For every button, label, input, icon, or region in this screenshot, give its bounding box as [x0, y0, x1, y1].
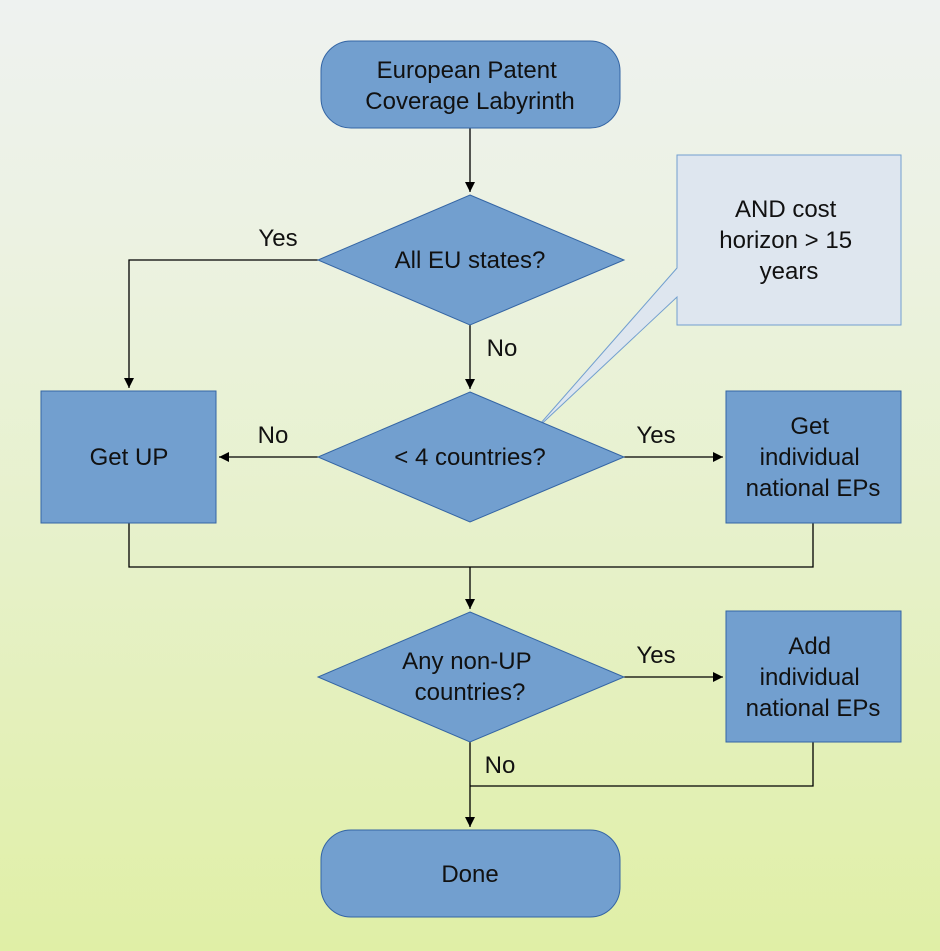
edge-get-up-to-merge	[128, 523, 814, 568]
node-label: national EPs	[746, 695, 881, 722]
node-start: European Patent Coverage Labyrinth	[320, 40, 621, 129]
node-label: Done	[441, 861, 498, 888]
node-label: Any non-UP	[402, 648, 531, 675]
callout-line: AND cost	[735, 196, 837, 223]
edge-label-yes: Yes	[636, 642, 675, 669]
edge-label-no: No	[485, 752, 516, 779]
edge-label-yes: Yes	[636, 422, 675, 449]
svg-text:Add individual nat: Add individual national EPs	[746, 633, 881, 722]
node-label: countries?	[415, 679, 526, 706]
node-label: Get UP	[90, 444, 169, 471]
node-q-lt4: < 4 countries?	[316, 391, 626, 523]
svg-text:Get UP: Get UP	[90, 444, 169, 471]
edge-label-yes: Yes	[258, 225, 297, 252]
edge-add-national-to-done	[470, 742, 814, 787]
node-done: Done	[320, 829, 621, 918]
node-q-all-eu: All EU states?	[316, 194, 626, 326]
node-label: Coverage Labyrinth	[365, 88, 574, 115]
node-q-non-up: Any non-UP countries?	[316, 611, 626, 743]
callout-text: AND cost horizon > 15 years	[719, 196, 858, 285]
svg-text:Done: Done	[441, 861, 498, 888]
callout-line: years	[760, 258, 819, 285]
svg-text:Any non-UP countries?: Any non-UP countries?	[402, 648, 538, 706]
node-label: Get	[790, 413, 829, 440]
node-label: European Patent	[377, 57, 557, 84]
node-label: < 4 countries?	[394, 444, 545, 471]
node-label: individual	[760, 664, 860, 691]
callout-shape	[532, 154, 902, 433]
node-label: All EU states?	[395, 247, 546, 274]
node-add-national: Add individual national EPs	[725, 610, 902, 743]
node-label: national EPs	[746, 475, 881, 502]
edge-label-no: No	[487, 335, 518, 362]
svg-text:< 4 countries?: < 4 countries?	[394, 444, 545, 471]
node-label: Add	[788, 633, 831, 660]
svg-text:European Patent Coverage: European Patent Coverage Labyrinth	[365, 57, 574, 115]
node-get-up: Get UP	[40, 390, 217, 524]
edge-label-no: No	[258, 422, 289, 449]
edge-q-all-eu-yes-to-get-up	[124, 259, 318, 388]
callout-line: horizon > 15	[719, 227, 852, 254]
node-get-national: Get individual national EPs	[725, 390, 902, 524]
svg-text:All EU states?: All EU states?	[395, 247, 546, 274]
svg-text:Get individual nat: Get individual national EPs	[746, 413, 881, 502]
node-label: individual	[760, 444, 860, 471]
